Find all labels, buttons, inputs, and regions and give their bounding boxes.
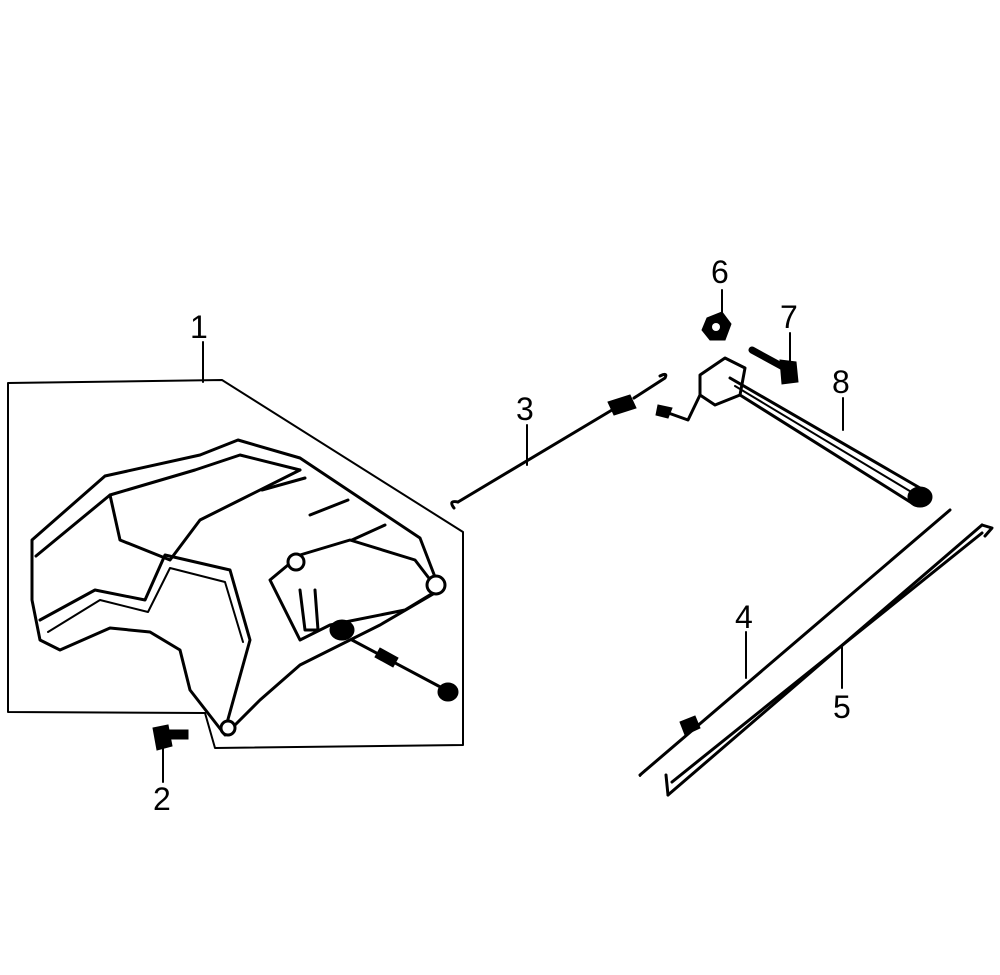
callout-7: 7 bbox=[780, 299, 798, 335]
callout-4: 4 bbox=[735, 599, 753, 635]
part-6-nut bbox=[701, 311, 732, 341]
callout-8: 8 bbox=[832, 364, 850, 400]
callout-5: 5 bbox=[833, 689, 851, 725]
part-7-bolt bbox=[748, 346, 799, 385]
callout-3: 3 bbox=[516, 391, 534, 427]
callout-1: 1 bbox=[190, 309, 208, 345]
part-3-spring-rod bbox=[450, 372, 668, 510]
part-5-rod bbox=[664, 523, 994, 797]
part-4-rod bbox=[638, 508, 952, 777]
assembly-1-boundary bbox=[7, 379, 464, 749]
callout-2: 2 bbox=[153, 781, 171, 817]
part-2-screw bbox=[152, 724, 189, 751]
callout-6: 6 bbox=[711, 254, 729, 290]
part-1-cover bbox=[30, 438, 459, 737]
part-8-lever bbox=[655, 356, 933, 508]
bracket-bolt bbox=[329, 619, 459, 702]
